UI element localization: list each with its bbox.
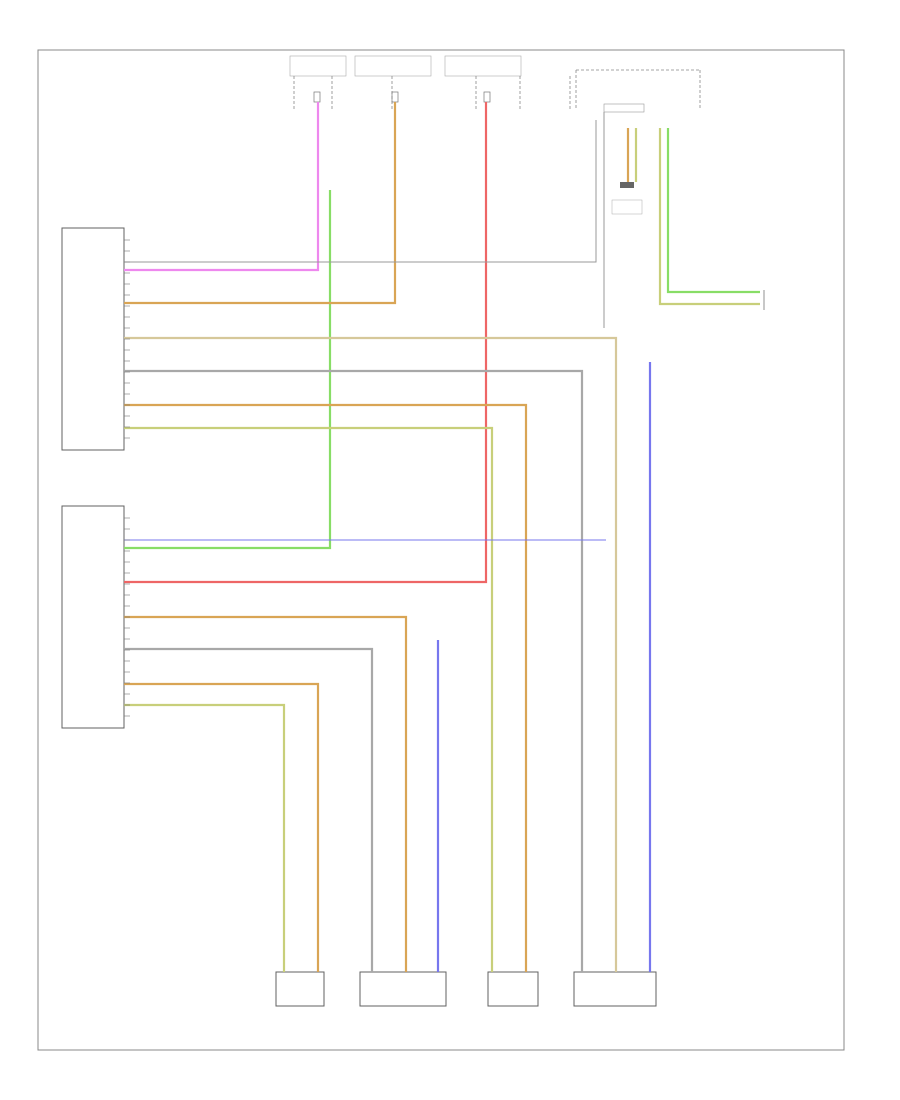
wire-gray-1 — [124, 120, 597, 263]
module-upper-box — [61, 227, 125, 451]
top-fuse-3-box — [444, 55, 522, 77]
top-dashed-right — [575, 69, 701, 110]
connector-right-plug-2 — [611, 199, 643, 215]
top-fuse-1-box — [289, 55, 347, 77]
heater-4-box — [573, 971, 657, 1007]
wire-gray-3 — [124, 369, 584, 972]
heater-3-box — [487, 971, 539, 1007]
fuse-symbol-2 — [391, 91, 399, 103]
wire-orange-4 — [124, 682, 320, 972]
connector-right-plug — [620, 182, 634, 188]
wire-tan-1 — [124, 336, 618, 972]
module-pins — [124, 239, 130, 717]
top-dashed-left — [293, 76, 571, 110]
top-connector-right — [603, 103, 645, 215]
wire-green-2 — [666, 128, 760, 294]
diagram-border — [37, 49, 845, 1051]
wire-pink — [124, 102, 320, 272]
fuse-symbol-3 — [483, 91, 491, 103]
heater-2-box — [359, 971, 447, 1007]
top-fuse-group — [289, 55, 701, 110]
wire-orange-3 — [124, 615, 408, 972]
wire-olive-3 — [658, 128, 760, 306]
wire-red — [124, 102, 488, 584]
wire-green-1 — [124, 190, 332, 550]
wire-orange-1 — [124, 102, 397, 305]
heater-1-box — [275, 971, 325, 1007]
top-fuse-2-box — [354, 55, 432, 77]
wire-olive-2 — [124, 703, 286, 972]
wire-olive-1 — [124, 426, 494, 972]
wire-orange-2 — [124, 403, 528, 972]
connector-right-body — [603, 103, 645, 113]
module-lower-box — [61, 505, 125, 729]
fuse-symbol-1 — [313, 91, 321, 103]
wire-gray-4 — [124, 647, 374, 972]
